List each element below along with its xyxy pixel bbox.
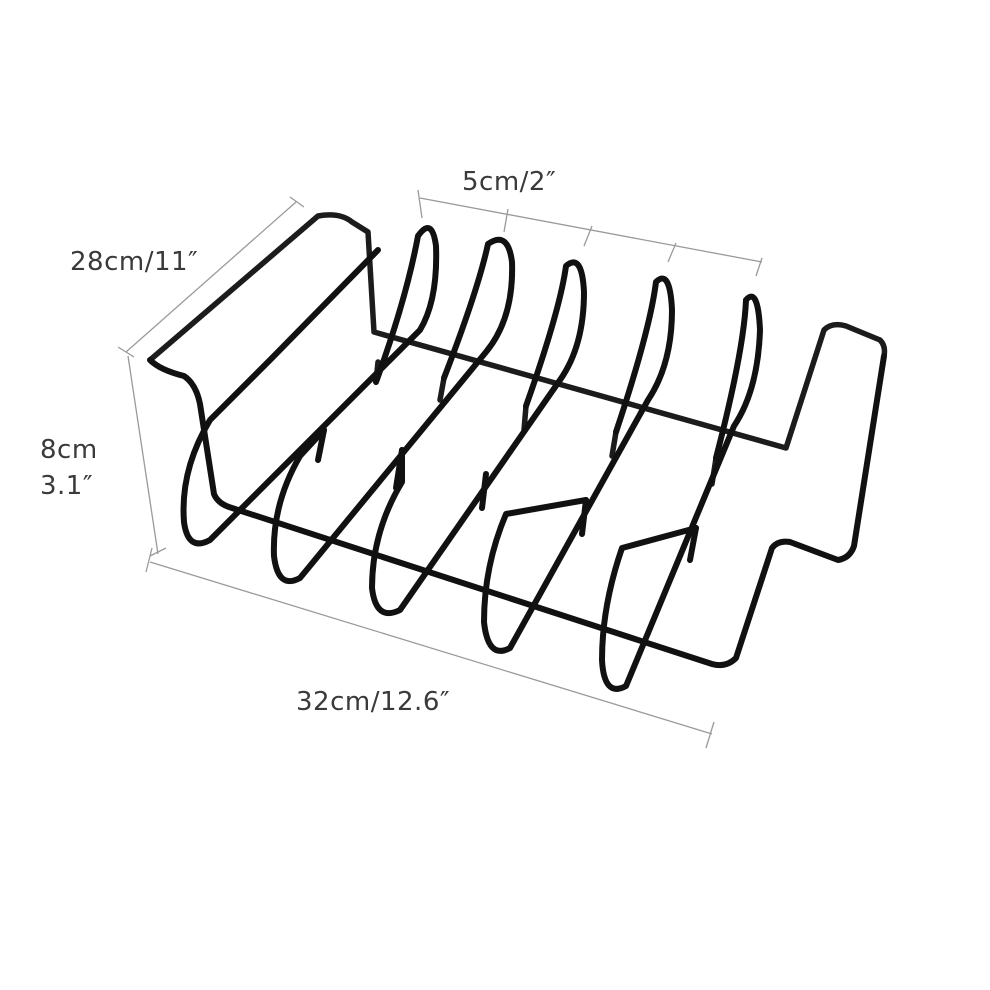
rib-rack <box>147 212 888 692</box>
length-dimension-line <box>149 561 713 735</box>
depth-tick-end <box>289 196 305 208</box>
length-tick-start <box>145 547 153 573</box>
spacing-tick-4 <box>667 242 677 263</box>
back-rail <box>147 212 888 451</box>
spacing-tick-5 <box>755 257 763 277</box>
back-hook-4 <box>609 429 619 459</box>
height-label-line2: 3.1″ <box>40 471 93 501</box>
depth-label: 28cm/11″ <box>70 247 198 277</box>
back-hook-3 <box>521 403 529 433</box>
depth-dimension-line <box>125 201 297 353</box>
back-hook-2 <box>437 375 447 403</box>
spacing-label: 5cm/2″ <box>462 167 556 197</box>
height-label-line1: 8cm <box>40 435 98 465</box>
rib-loop-5 <box>599 293 763 692</box>
spacing-tick-1 <box>417 189 423 219</box>
length-label: 32cm/12.6″ <box>296 687 450 717</box>
rib-loop-3 <box>369 259 587 617</box>
height-tick-bottom <box>149 547 167 557</box>
dimension-lines <box>117 189 763 749</box>
rib-loop-1 <box>180 225 440 547</box>
front-hook-5 <box>687 525 699 563</box>
height-dimension-line <box>127 355 159 555</box>
front-rail <box>147 353 887 669</box>
spacing-tick-3 <box>583 225 593 247</box>
rib-loop-2 <box>270 236 516 585</box>
rib-loop-4 <box>481 275 675 654</box>
spacing-tick-2 <box>503 208 509 233</box>
length-tick-end <box>705 721 715 749</box>
depth-tick-start <box>117 346 135 358</box>
